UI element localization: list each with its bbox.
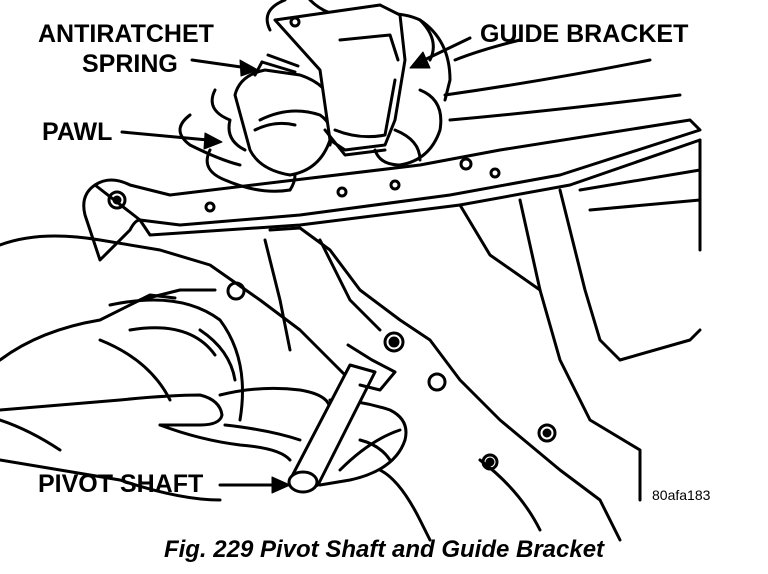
antiratchet-spring: [253, 53, 300, 77]
pawl: [233, 68, 337, 177]
leader-lines: [120, 36, 472, 487]
leader-arrowheads: [203, 51, 431, 494]
transmission-case: [0, 118, 702, 542]
output-drum: [98, 293, 244, 422]
upper-hand: [178, 0, 682, 193]
guide-bracket-label: GUIDE BRACKET: [480, 20, 689, 48]
pivot-shaft-label: PIVOT SHAFT: [38, 470, 204, 498]
bolt-holes: [107, 157, 557, 471]
pivot-shaft: [287, 343, 397, 494]
figure-caption: Fig. 229 Pivot Shaft and Guide Bracket: [163, 536, 605, 563]
antiratchet-label: ANTIRATCHET: [38, 20, 214, 48]
figure-code: 80afa183: [652, 487, 711, 503]
guide-bracket: [273, 3, 407, 157]
spring-label: SPRING: [82, 50, 178, 78]
pawl-label: PAWL: [42, 118, 113, 146]
lower-hand: [0, 386, 408, 502]
